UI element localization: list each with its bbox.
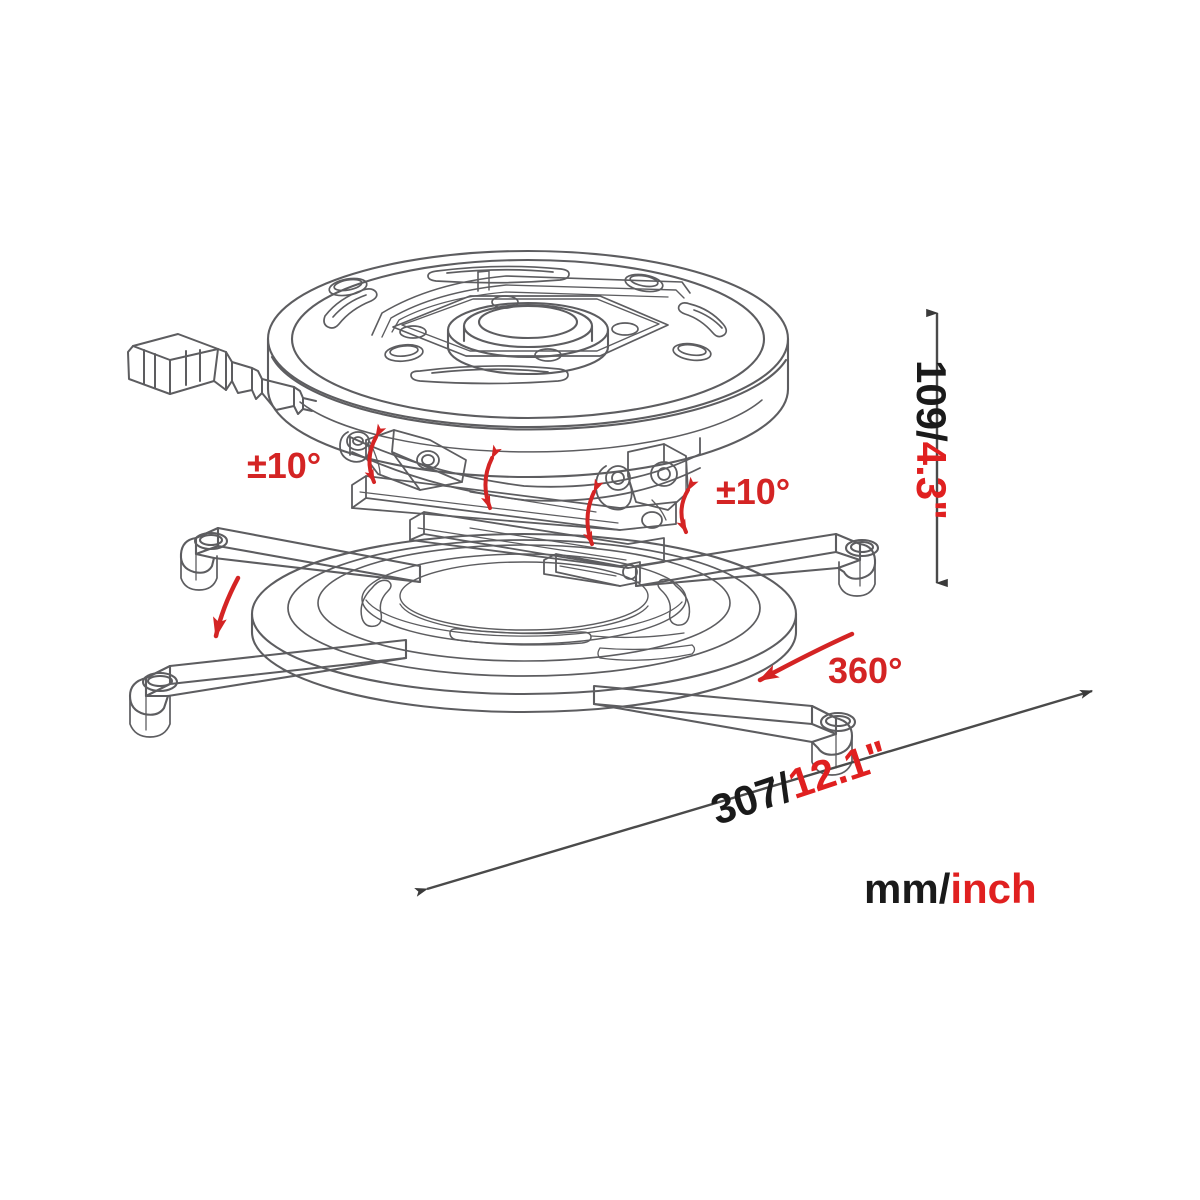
tilt-arrow-4 [676, 476, 699, 534]
arm-front-left [128, 638, 408, 738]
plate-slots [410, 265, 570, 385]
product-illustration [127, 249, 880, 776]
arm-rear-left [179, 526, 422, 591]
ceiling-plate [266, 249, 790, 479]
rotation-arrow-left [213, 575, 241, 639]
rotation-arrow-right [757, 631, 855, 683]
height-inch-value: 4.3" [908, 441, 955, 521]
dimension-lines [414, 308, 1094, 897]
height-dimension-label: 109/4.3" [908, 360, 955, 521]
units-mm-label: mm/ [864, 865, 951, 912]
rotation-annotation-label: 360° [828, 650, 903, 691]
tilt-arrow-2 [481, 444, 502, 510]
arm-rear-right [634, 532, 880, 597]
tilt-arrow-3 [583, 478, 604, 546]
motion-arrows [213, 423, 855, 683]
width-dimension-line [414, 689, 1094, 897]
height-mm-value: 109/ [908, 360, 955, 442]
tilt-left-annotation-label: ±10° [247, 445, 322, 486]
units-key-label: mm/inch [864, 868, 1037, 910]
rotation-plate [250, 532, 798, 714]
tilt-arrow-1 [364, 423, 387, 484]
tilt-right-annotation-label: ±10° [716, 471, 791, 512]
units-inch-label: inch [950, 865, 1037, 912]
plate-holes [328, 273, 712, 363]
